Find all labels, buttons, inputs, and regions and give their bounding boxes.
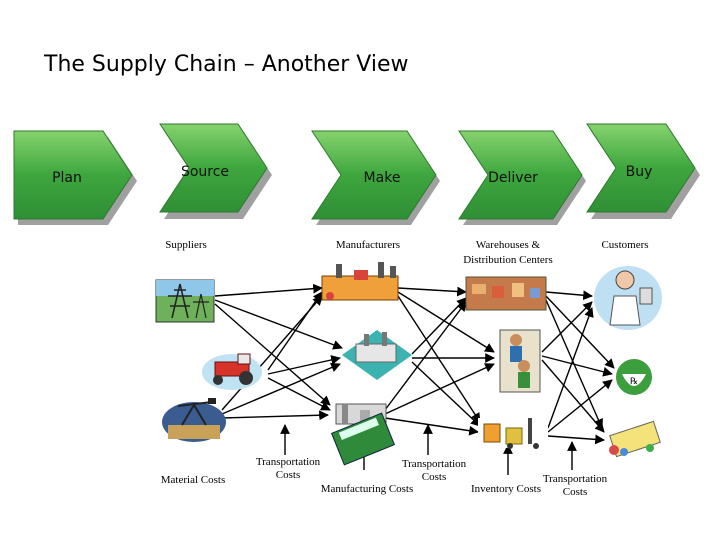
cost-label-inventory: Inventory Costs [471, 483, 541, 495]
chevron-source: Source [159, 123, 272, 219]
column-label-manufacturers: Manufacturers [336, 239, 400, 251]
plant-icon [342, 330, 412, 380]
warehouse-icon [465, 276, 547, 311]
doctor-icon [594, 266, 662, 330]
svg-text:℞: ℞ [630, 377, 638, 387]
tractor-icon [202, 353, 262, 390]
cost-label-transport-2b: Costs [422, 471, 446, 483]
flow-arrows [214, 283, 615, 445]
chevron-make: Make [311, 130, 440, 225]
stage-label-deliver: Deliver [488, 170, 538, 186]
calculator-icon [330, 412, 396, 466]
column-label-warehouses-2: Distribution Centers [463, 254, 553, 266]
workers-icon [499, 329, 541, 393]
cost-label-manufacturing: Manufacturing Costs [321, 483, 414, 495]
stage-label-buy: Buy [626, 164, 653, 180]
power-tower-icon [155, 279, 215, 323]
cost-label-transport-2a: Transportation [402, 458, 467, 470]
cost-label-transport-1b: Costs [276, 469, 300, 481]
cost-label-material: Material Costs [161, 474, 225, 486]
stage-label-source: Source [181, 164, 229, 180]
pharmacy-icon: ℞ [616, 359, 652, 395]
pills-icon [609, 420, 661, 458]
chevron-buy: Buy [586, 123, 700, 219]
stage-label-make: Make [364, 170, 401, 186]
oil-pump-icon [162, 398, 226, 442]
stage-label-plan: Plan [52, 170, 82, 186]
cost-label-transport-3a: Transportation [543, 473, 608, 485]
cost-label-transport-1a: Transportation [256, 456, 321, 468]
cost-label-transport-3b: Costs [563, 486, 587, 498]
column-label-customers: Customers [601, 239, 648, 251]
chevron-deliver: Deliver [458, 130, 586, 225]
column-label-suppliers: Suppliers [165, 239, 207, 251]
chevron-plan: Plan [13, 130, 137, 225]
factory-icon [321, 262, 399, 301]
column-label-warehouses-1: Warehouses & [476, 239, 541, 251]
page-title: The Supply Chain – Another View [44, 52, 409, 77]
forklift-icon [478, 418, 548, 449]
